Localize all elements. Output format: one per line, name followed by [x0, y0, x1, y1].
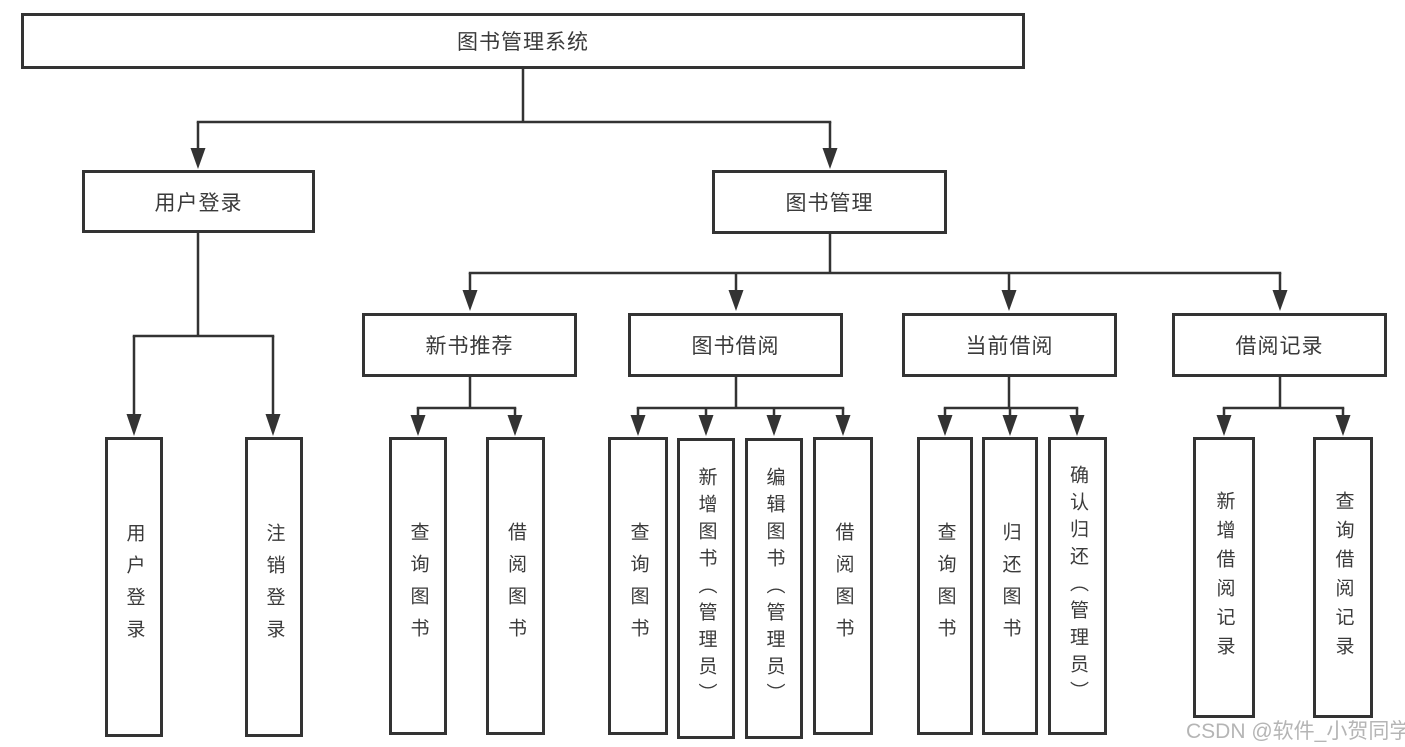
node-add-books-admin: 新增图书（管理员） [677, 438, 735, 739]
connector-book-management-to-level3 [462, 234, 1288, 311]
node-confirm-return-admin: 确认归还（管理员） [1048, 437, 1107, 735]
node-label: 新增图书（管理员） [695, 467, 717, 710]
node-label: 图书管理 [785, 192, 874, 215]
node-borrowing-records: 借阅记录 [1172, 313, 1387, 377]
node-label: 查询借阅记录 [1332, 490, 1354, 665]
connector-borrowing-records-to-leaves [1216, 377, 1351, 436]
node-label: 图书管理系统 [457, 31, 589, 54]
node-label: 借阅图书 [832, 522, 854, 650]
node-label: 归还图书 [999, 522, 1021, 650]
node-label: 借阅图书 [505, 522, 526, 650]
connector-user-login-to-leaves [126, 233, 281, 436]
node-query-borrow-record: 查询借阅记录 [1313, 437, 1373, 718]
connector-current-borrowing-to-leaves [937, 377, 1085, 436]
node-label: 编辑图书（管理员） [763, 467, 785, 710]
node-label: 确认归还（管理员） [1067, 464, 1088, 708]
node-label: 注销登录 [263, 523, 285, 651]
node-label: 新书推荐 [425, 335, 514, 358]
node-user-login: 用户登录 [82, 170, 315, 233]
node-query-books-3: 查询图书 [917, 437, 973, 735]
node-label: 新增借阅记录 [1213, 490, 1235, 665]
node-label: 用户登录 [154, 191, 243, 215]
node-return-books: 归还图书 [982, 437, 1038, 735]
node-logout-leaf: 注销登录 [245, 437, 303, 737]
node-label: 查询图书 [934, 522, 956, 650]
node-book-borrowing: 图书借阅 [628, 313, 843, 377]
connector-book-borrowing-to-leaves [630, 377, 851, 436]
node-new-book-recommend: 新书推荐 [362, 313, 577, 377]
node-label: 查询图书 [627, 522, 649, 650]
node-root: 图书管理系统 [21, 13, 1025, 69]
node-edit-books-admin: 编辑图书（管理员） [745, 438, 803, 739]
node-add-borrow-record: 新增借阅记录 [1193, 437, 1255, 718]
node-current-borrowing: 当前借阅 [902, 313, 1117, 377]
node-query-books-2: 查询图书 [608, 437, 668, 735]
node-label: 查询图书 [407, 522, 429, 650]
node-borrow-books-1: 借阅图书 [486, 437, 545, 735]
node-borrow-books-2: 借阅图书 [813, 437, 873, 735]
node-book-management: 图书管理 [712, 170, 947, 234]
csdn-watermark: CSDN @软件_小贺同学 [1186, 720, 1405, 743]
node-label: 用户登录 [123, 523, 145, 651]
node-label: 图书借阅 [691, 335, 780, 358]
node-label: 当前借阅 [965, 335, 1054, 358]
node-query-books-1: 查询图书 [389, 437, 447, 735]
node-user-login-leaf: 用户登录 [105, 437, 163, 737]
connector-new-book-recommend-to-leaves [410, 377, 523, 436]
connector-root-to-level2 [190, 69, 838, 169]
node-label: 借阅记录 [1235, 335, 1324, 358]
